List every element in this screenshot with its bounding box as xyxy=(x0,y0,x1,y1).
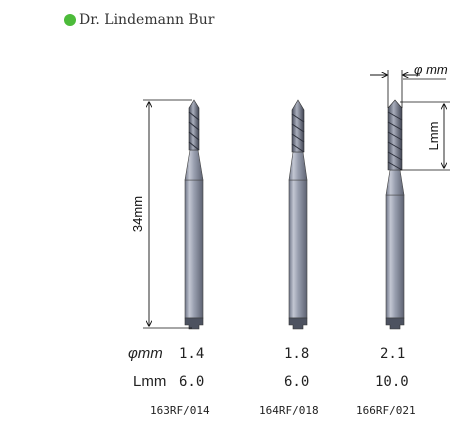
bur-3 xyxy=(385,99,405,330)
length-dimension: 34mm xyxy=(130,99,192,329)
bur-1-code: 163RF/014 xyxy=(150,404,210,417)
product-title-text: Dr. Lindemann Bur xyxy=(79,12,215,28)
bur-3-head xyxy=(387,99,403,171)
bur-2 xyxy=(288,99,308,330)
bur-2-shank xyxy=(288,179,308,319)
length-dimension-label: 34mm xyxy=(130,196,145,232)
bur-1-neck xyxy=(184,149,204,181)
bur-3-length: 10.0 xyxy=(375,374,409,390)
diameter-row-label: φmm xyxy=(128,345,163,362)
bur-1-head xyxy=(188,99,200,151)
bur-1 xyxy=(184,99,204,330)
bur-2-length: 6.0 xyxy=(284,374,310,390)
bur-3-latch xyxy=(385,317,405,330)
bur-3-shank xyxy=(385,194,405,319)
diameter-dimension-label: φ mm xyxy=(414,62,448,77)
bur-1-latch xyxy=(184,317,204,330)
bur-1-length: 6.0 xyxy=(179,374,205,390)
bur-3-neck xyxy=(385,169,405,196)
bur-2-head xyxy=(291,99,305,153)
bur-1-shank xyxy=(184,179,204,319)
diameter-dimension: φ mm xyxy=(370,62,448,108)
bur-3-code: 166RF/021 xyxy=(356,404,416,417)
bullet-icon xyxy=(64,14,76,26)
product-title: Dr. Lindemann Bur xyxy=(64,10,214,30)
bur-3-diameter: 2.1 xyxy=(380,346,406,362)
cutting-length-dimension: Lmm xyxy=(400,101,450,171)
cutting-length-dimension-label: Lmm xyxy=(426,122,441,151)
bur-1-diameter: 1.4 xyxy=(179,346,205,362)
bur-2-diameter: 1.8 xyxy=(284,346,310,362)
bur-2-neck xyxy=(288,151,308,181)
bur-2-code: 164RF/018 xyxy=(259,404,319,417)
bur-2-latch xyxy=(288,317,308,330)
length-row-label: Lmm xyxy=(133,373,167,390)
